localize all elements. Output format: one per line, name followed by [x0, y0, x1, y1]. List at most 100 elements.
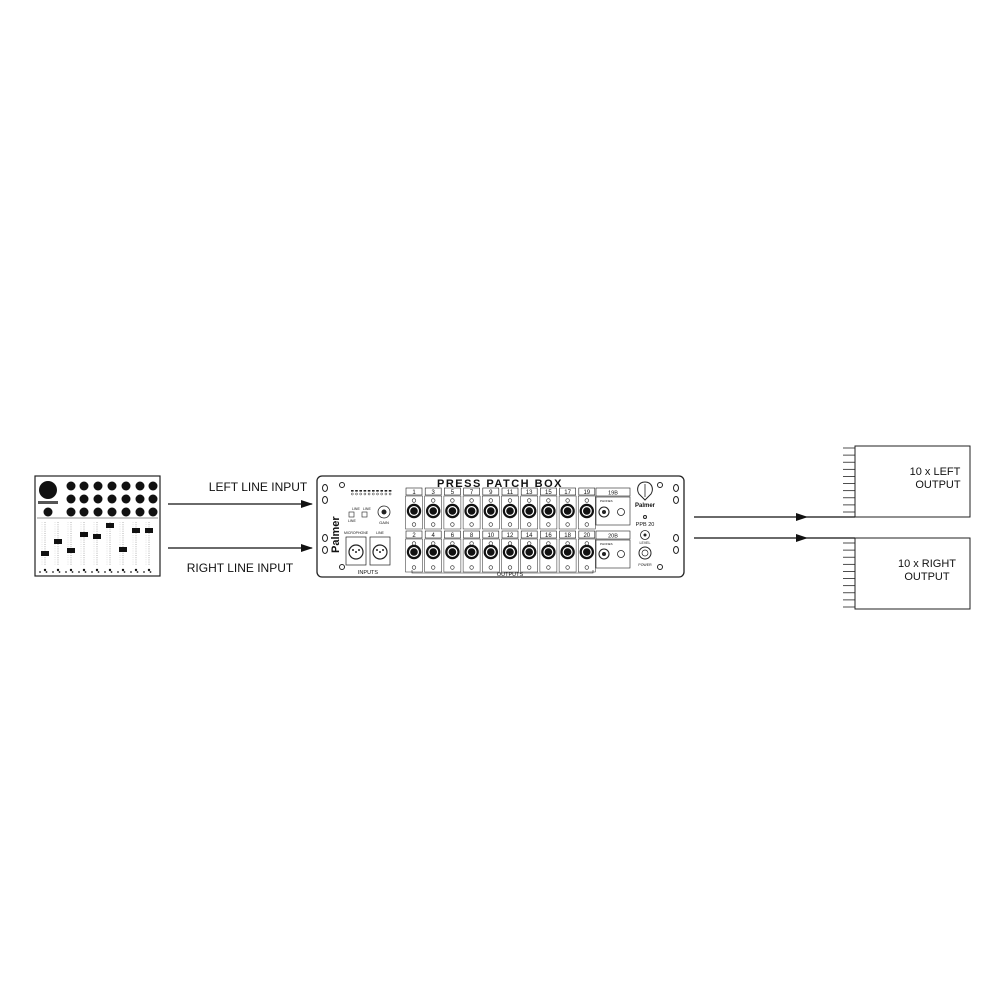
output-channel-18: 18: [558, 530, 577, 573]
brand-vertical-label: Palmer: [330, 516, 342, 553]
output-channel-number: 14: [526, 533, 533, 539]
mixer-knob[interactable]: [107, 507, 117, 517]
mixer-knob[interactable]: [79, 481, 89, 491]
line-switch-label: LINE: [352, 507, 360, 511]
mixer-button[interactable]: [95, 568, 99, 572]
output-channel-3: 3: [424, 487, 442, 530]
microphone-label: MICROPHONE: [344, 531, 369, 535]
output-channel-number: 17: [564, 490, 571, 496]
mixer-button[interactable]: [121, 568, 125, 572]
mixer-knob[interactable]: [66, 507, 76, 517]
extra-output-top: 19B PHONES: [595, 487, 631, 526]
screw-icon: [657, 564, 663, 570]
mixer-knob[interactable]: [148, 481, 158, 491]
right-input-connection: RIGHT LINE INPUT: [168, 544, 313, 575]
output-channel-number: 16: [545, 533, 552, 539]
mixer-fader[interactable]: [106, 523, 114, 528]
mixer-button[interactable]: [82, 568, 86, 572]
output-channel-number: 15: [545, 490, 552, 496]
output-channel-16: 16: [539, 530, 558, 573]
left-output-box: 10 x LEFT OUTPUT: [843, 445, 971, 518]
mixer-knob[interactable]: [66, 481, 76, 491]
screw-icon: [339, 482, 345, 488]
mixer-knob[interactable]: [148, 494, 158, 504]
power-button[interactable]: [638, 546, 652, 560]
line-input-label: LINE: [376, 531, 384, 535]
mixer-fader[interactable]: [132, 528, 140, 533]
right-output-line1: 10 x RIGHT: [898, 558, 956, 570]
mixer-fader[interactable]: [80, 532, 88, 537]
mixer-button[interactable]: [56, 568, 60, 572]
mic-switch[interactable]: [361, 511, 368, 518]
output-channel-number: 1: [412, 490, 416, 496]
mixer-faders: [39, 522, 153, 573]
extra-output-bottom: 20B PHONES: [595, 530, 631, 569]
output-channel-number: 9: [489, 490, 493, 496]
mixer-fader[interactable]: [93, 534, 101, 539]
mixer-fader[interactable]: [41, 551, 49, 556]
output-channel-number: 3: [432, 490, 436, 496]
mixer-knob[interactable]: [135, 481, 145, 491]
output-channel-7: 7: [462, 487, 481, 530]
output-channel-number: 5: [451, 490, 455, 496]
output-channel-number: 18: [564, 533, 571, 539]
output-channel-1: 1: [405, 487, 423, 530]
level-knob[interactable]: [640, 530, 650, 540]
output-channel-number: 4: [432, 533, 436, 539]
extra-output-top-number: 19B: [608, 491, 618, 497]
mixer-fader[interactable]: [54, 539, 62, 544]
output-channel-9: 9: [482, 487, 500, 530]
mixer-knob[interactable]: [43, 507, 53, 517]
mixer-button[interactable]: [147, 568, 151, 572]
output-channel-15: 15: [539, 487, 558, 530]
mixer-knob[interactable]: [93, 481, 103, 491]
mixer-knob[interactable]: [135, 494, 145, 504]
mixer-knob[interactable]: [107, 481, 117, 491]
gain-knob[interactable]: GAIN: [377, 505, 391, 525]
power-label: POWER: [638, 563, 652, 567]
mixer-knob[interactable]: [66, 494, 76, 504]
mixer-master-knob[interactable]: [39, 481, 57, 499]
output-channel-number: 12: [507, 533, 514, 539]
phones-level-knob-top[interactable]: [617, 508, 625, 516]
left-output-line1: 10 x LEFT: [910, 466, 961, 478]
mixer-fader[interactable]: [145, 528, 153, 533]
output-channel-number: 11: [507, 490, 514, 496]
mixer-button[interactable]: [134, 568, 138, 572]
mixer-knob[interactable]: [79, 494, 89, 504]
mixer-button[interactable]: [108, 568, 112, 572]
press-patch-box: PRESS PATCH BOX Palmer LINE LINE LINE GA…: [316, 475, 685, 578]
inputs-label: INPUTS: [358, 570, 379, 576]
mixer-knob[interactable]: [148, 507, 158, 517]
mixer-knob[interactable]: [121, 507, 131, 517]
output-channel-number: 8: [470, 533, 474, 539]
output-channel-number: 10: [487, 533, 494, 539]
mixer-fader[interactable]: [67, 548, 75, 553]
mixer-knob[interactable]: [79, 507, 89, 517]
mic-switch-label: LINE: [363, 507, 371, 511]
right-output-line2: OUTPUT: [904, 571, 950, 583]
mixer-knob[interactable]: [121, 481, 131, 491]
mixer-knob[interactable]: [93, 494, 103, 504]
output-channel-number: 2: [412, 533, 416, 539]
left-line-input-label: LEFT LINE INPUT: [209, 480, 308, 494]
mixer-knob[interactable]: [121, 494, 131, 504]
output-channel-4: 4: [424, 530, 442, 573]
mixer-button[interactable]: [69, 568, 73, 572]
phones-level-knob-bottom[interactable]: [617, 550, 625, 558]
mixer-fader[interactable]: [119, 547, 127, 552]
left-output-line2: OUTPUT: [915, 479, 961, 491]
output-channel-2: 2: [405, 530, 423, 573]
device-title: PRESS PATCH BOX: [437, 478, 563, 490]
mixer-knob[interactable]: [107, 494, 117, 504]
mixer-knob[interactable]: [135, 507, 145, 517]
line-switch[interactable]: [348, 511, 355, 518]
mixer-knob[interactable]: [93, 507, 103, 517]
screw-icon: [657, 482, 663, 488]
gain-label: GAIN: [379, 520, 389, 525]
input-connectors: MICROPHONE LINE INPUTS: [344, 531, 391, 576]
mixer-button[interactable]: [43, 568, 47, 572]
logo-brand-text: Palmer: [635, 503, 656, 509]
input-selector: LINE LINE LINE: [348, 507, 371, 523]
